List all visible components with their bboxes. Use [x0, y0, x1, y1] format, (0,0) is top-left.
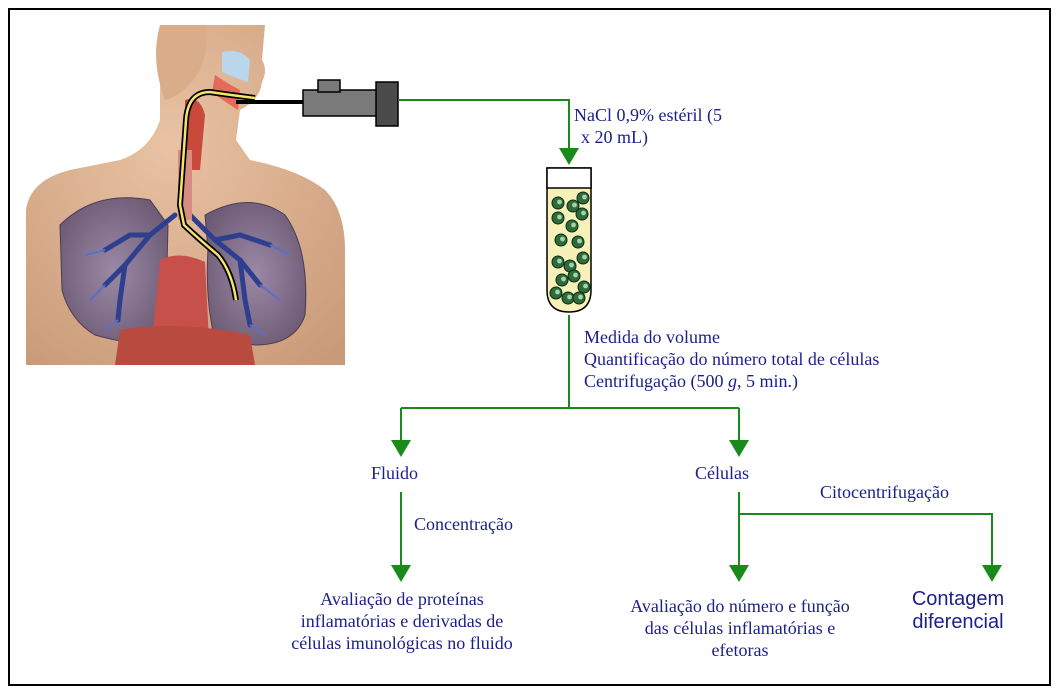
citocentrifugacao-label: Citocentrifugação	[820, 481, 949, 503]
tube-cell-nucleus	[561, 277, 566, 282]
syringe-solution-line-2: x 20 mL)	[574, 126, 722, 148]
syringe-solution-label: NaCl 0,9% estéril (5 x 20 mL)	[574, 104, 722, 148]
contagem-line-1: Contagem	[898, 588, 1018, 611]
step-quantificacao: Quantificação do número total de células	[584, 348, 879, 370]
concentracao-label: Concentração	[414, 513, 513, 535]
fluid-result-line-1: Avaliação de proteínas	[258, 588, 546, 610]
tube-cell-nucleus	[560, 237, 565, 242]
celulas-label: Células	[695, 462, 749, 484]
contagem-diferencial-label: Contagem diferencial	[898, 588, 1018, 634]
tube-cell-nucleus	[572, 203, 577, 208]
step-centrifugacao-text: Centrifugação (500	[584, 371, 728, 391]
tube-cell-nucleus	[578, 295, 583, 300]
tube-cell-nucleus	[557, 259, 562, 264]
syringe-solution-line-1: NaCl 0,9% estéril (5	[574, 104, 722, 126]
arrowhead-fluido-result	[391, 565, 411, 582]
tube-cell-nucleus	[582, 195, 587, 200]
cells-result-line-1: Avaliação do número e função	[604, 595, 876, 617]
fluido-label: Fluido	[371, 462, 418, 484]
fluid-result-line-3: células imunológicas no fluido	[258, 632, 546, 654]
test-tube-icon	[547, 168, 591, 312]
cells-result-line-2: das células inflamatórias e	[604, 617, 876, 639]
tube-cell-nucleus	[577, 239, 582, 244]
tube-cell-nucleus	[573, 273, 578, 278]
arrowhead-fluido	[391, 440, 411, 457]
fluid-result-label: Avaliação de proteínas inflamatórias e d…	[258, 588, 546, 654]
tube-cell-nucleus	[555, 290, 560, 295]
step-centrifugacao: Centrifugação (500 g, 5 min.)	[584, 370, 879, 392]
contagem-line-2: diferencial	[898, 611, 1018, 634]
step-medida-volume: Medida do volume	[584, 326, 879, 348]
cells-result-line-3: efetoras	[604, 639, 876, 661]
tube-cell-nucleus	[557, 215, 562, 220]
step-centrifugacao-rest: , 5 min.)	[737, 371, 798, 391]
arrowhead-contagem	[982, 565, 1002, 582]
tube-cell-nucleus	[569, 263, 574, 268]
step-centrifugacao-unit: g	[728, 371, 737, 391]
arrowhead-tube	[559, 148, 579, 165]
tube-cell-nucleus	[583, 284, 588, 289]
arrow-syringe-to-tube	[398, 100, 569, 152]
tube-steps-label: Medida do volume Quantificação do número…	[584, 326, 879, 392]
human-respiratory-anatomy-icon	[26, 25, 345, 365]
tube-cell-nucleus	[567, 295, 572, 300]
tube-cell-nucleus	[582, 255, 587, 260]
fluid-result-line-2: inflamatórias e derivadas de	[258, 610, 546, 632]
tube-cell-nucleus	[581, 211, 586, 216]
arrowhead-celulas	[729, 440, 749, 457]
arrowhead-celulas-result	[729, 565, 749, 582]
tube-cell-nucleus	[571, 223, 576, 228]
cells-result-label: Avaliação do número e função das células…	[604, 595, 876, 661]
arrow-citocentrifugacao-horizontal	[739, 514, 992, 570]
tube-cell-nucleus	[557, 200, 562, 205]
